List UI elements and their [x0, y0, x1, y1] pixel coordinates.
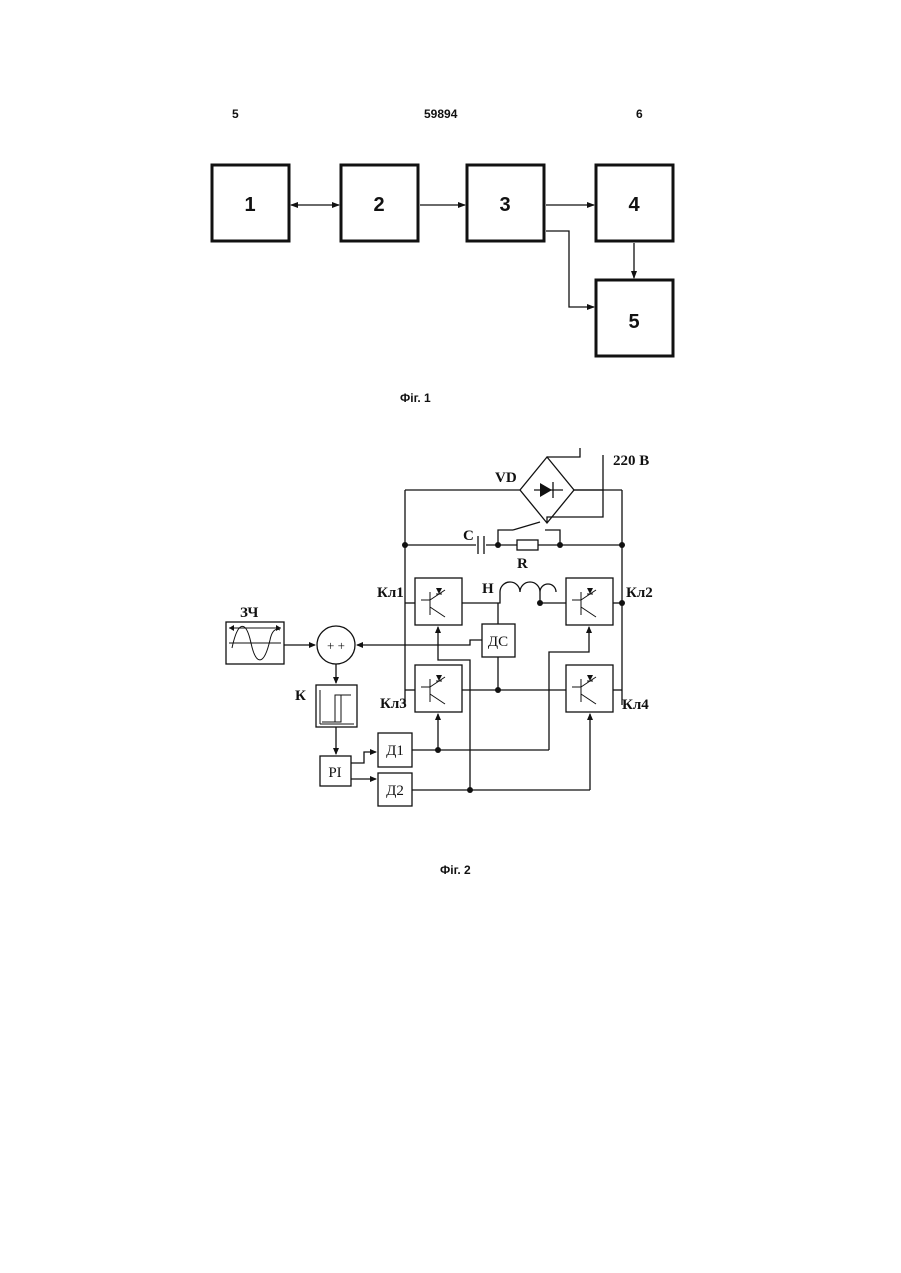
current-sensor-ds: ДС: [482, 603, 515, 690]
rectifier-vd: VD 220 В: [495, 448, 649, 523]
capacitor-c: C: [463, 528, 486, 555]
label-220v: 220 В: [613, 453, 649, 469]
block-2-label: 2: [373, 194, 384, 216]
switch-kl3: Кл3: [380, 665, 462, 712]
label-d1: Д1: [386, 743, 404, 759]
block-1-label: 1: [244, 194, 255, 216]
label-adder-signs: + +: [327, 638, 345, 653]
label-d2: Д2: [386, 783, 404, 799]
switch-kl4: Кл4: [566, 665, 649, 713]
block-5-label: 5: [628, 311, 639, 333]
label-kl1: Кл1: [377, 585, 404, 601]
label-c: C: [463, 528, 474, 544]
driver-d1: Д1: [378, 733, 412, 767]
label-vd: VD: [495, 470, 517, 486]
link-ds-adder: [357, 640, 482, 645]
pi-regulator: PI: [320, 756, 351, 786]
comparator-k: К: [295, 685, 357, 727]
block-4-label: 4: [628, 194, 640, 216]
block-5: 5: [596, 280, 673, 356]
resistor-r: R: [495, 522, 563, 572]
bypass-switch: [513, 522, 540, 530]
summing-junction: + +: [317, 626, 355, 664]
label-pi: PI: [328, 765, 341, 781]
figure-2-caption: Фіг. 2: [440, 863, 471, 877]
label-kl2: Кл2: [626, 585, 653, 601]
link-3-5: [546, 231, 594, 307]
switch-kl2: Кл2: [566, 578, 653, 625]
label-h: H: [482, 581, 494, 597]
label-zch: ЗЧ: [240, 605, 258, 621]
switch-kl1: Кл1: [377, 578, 462, 625]
block-4: 4: [596, 165, 673, 241]
label-r: R: [517, 556, 528, 572]
block-1: 1: [212, 165, 289, 241]
driver-d2: Д2: [378, 773, 412, 806]
label-kl4: Кл4: [622, 697, 649, 713]
label-kl3: Кл3: [380, 696, 407, 712]
block-3: 3: [467, 165, 544, 241]
link-pi-d1: [351, 752, 376, 763]
label-ds: ДС: [488, 634, 508, 650]
figure-2-circuit: VD 220 В C R: [0, 400, 901, 840]
sound-generator-zch: ЗЧ: [226, 605, 284, 664]
figure-1-block-diagram: 1 2 3 4 5: [0, 0, 901, 400]
block-3-label: 3: [499, 194, 510, 216]
label-k: К: [295, 688, 306, 704]
block-2: 2: [341, 165, 418, 241]
inductor-h: H: [462, 581, 566, 606]
